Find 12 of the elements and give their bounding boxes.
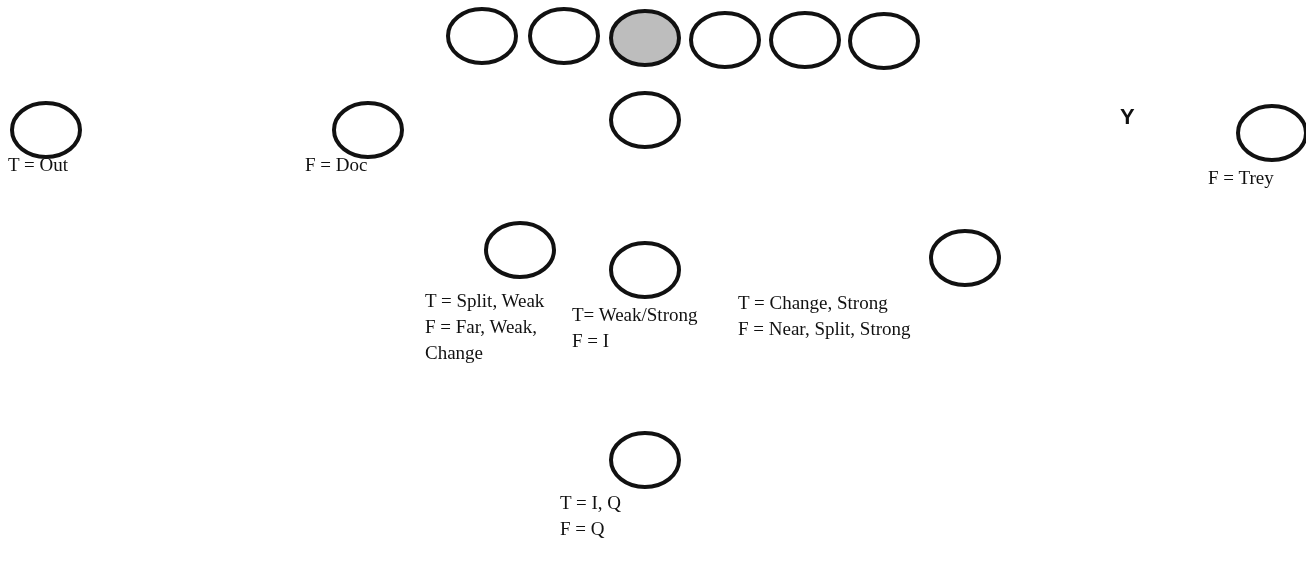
assignment-note: T= Weak/Strong [572,303,698,327]
assignment-note: F = Q [560,517,606,541]
assignment-note: T = I, Q [560,491,622,515]
assignment-note: F = Near, Split, Strong [738,317,911,341]
assignment-note: F = Doc [305,153,368,177]
assignment-note: T = Split, Weak [425,289,546,313]
assignment-note: T = Change, Strong [738,291,889,315]
assignment-note: T = Out [8,153,68,177]
position-letter: Y [1120,106,1135,128]
assignment-note: F = Trey [1208,166,1274,190]
assignment-note: F = Far, Weak, Change [425,315,539,365]
assignment-note: F = I [572,329,611,353]
